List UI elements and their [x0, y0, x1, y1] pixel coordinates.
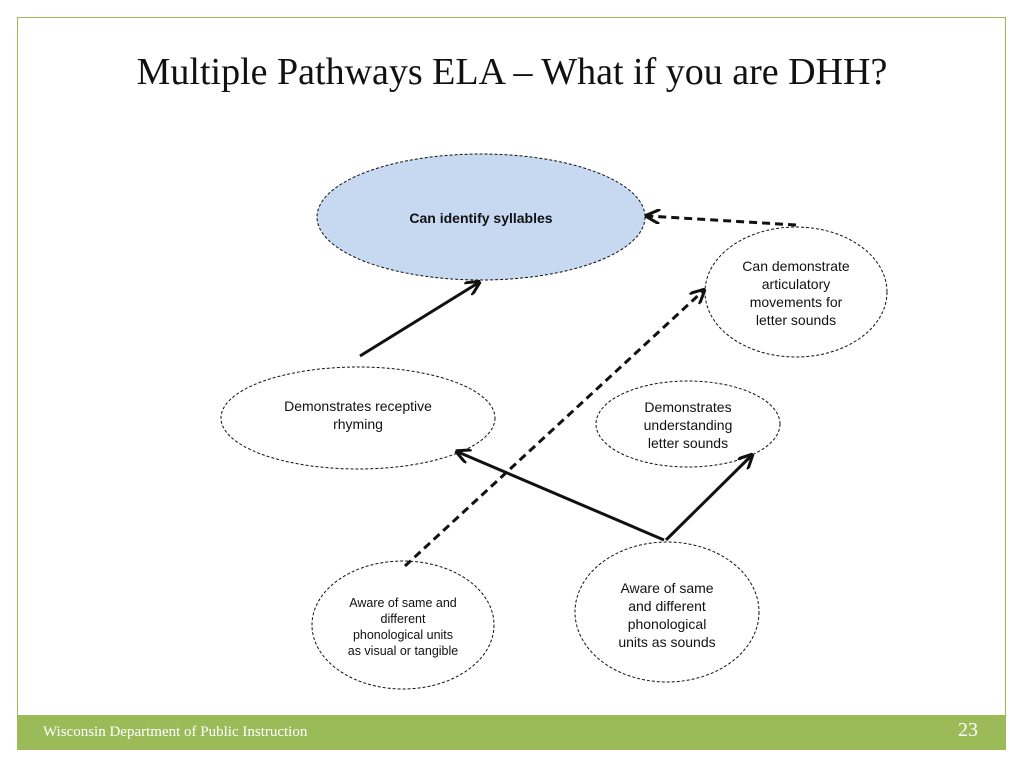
edge-sounds-to-letter-sounds	[664, 456, 751, 542]
node-label-sounds: Aware of same and different phonological…	[618, 579, 716, 651]
node-label-rhyming: Demonstrates receptive rhyming	[284, 397, 432, 432]
edge-rhyming-to-syllables	[359, 283, 478, 358]
footer-organization: Wisconsin Department of Public Instructi…	[43, 724, 308, 740]
node-rhyming	[220, 366, 496, 470]
node-visual	[311, 560, 495, 690]
node-label-syllables: Can identify syllables	[409, 209, 553, 226]
edge-sounds-to-rhyming	[458, 452, 665, 542]
slide-title: Multiple Pathways ELA – What if you are …	[136, 51, 888, 93]
node-letter-sounds	[595, 380, 781, 468]
node-sounds	[574, 541, 760, 683]
page-number: 23	[958, 719, 978, 741]
node-label-articulatory: Can demonstrate articulatory movements f…	[742, 257, 850, 329]
edge-visual-to-articulatory	[403, 291, 703, 568]
slide-frame	[17, 17, 1006, 750]
node-label-letter-sounds: Demonstrates understanding letter sounds	[643, 398, 733, 452]
node-label-visual: Aware of same and different phonological…	[347, 595, 459, 659]
edge-articulatory-to-syllables	[648, 216, 797, 227]
footer-bar: Wisconsin Department of Public Instructi…	[17, 715, 1006, 750]
